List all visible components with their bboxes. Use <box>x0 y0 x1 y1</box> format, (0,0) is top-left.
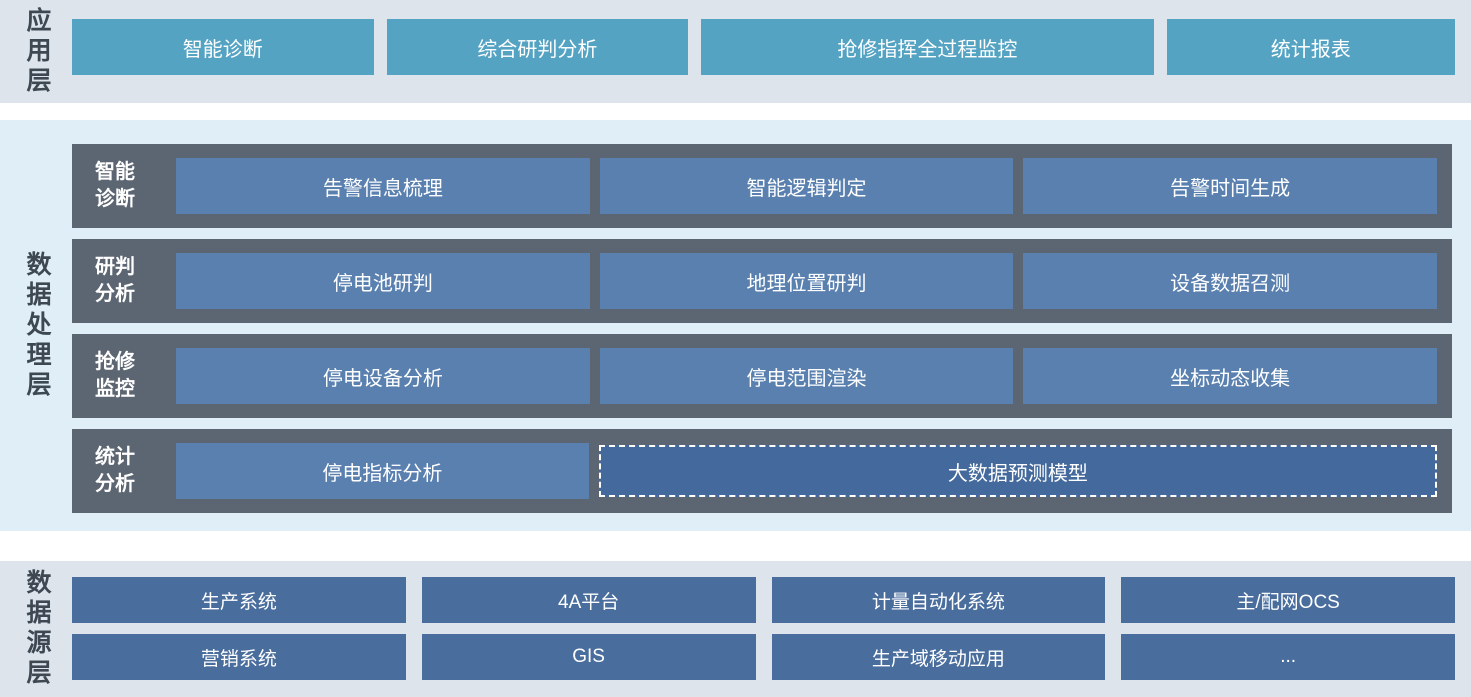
application-buttons-row: 智能诊断 综合研判分析 抢修指挥全过程监控 统计报表 <box>72 19 1456 75</box>
process-box-alarm-time-generation: 告警时间生成 <box>1023 158 1438 214</box>
process-box-outage-range-rendering: 停电范围渲染 <box>599 348 1014 404</box>
application-layer-label: 应用层 <box>23 6 51 97</box>
data-processing-layer-label: 数据处理层 <box>23 250 51 401</box>
source-box-production-system: 生产系统 <box>72 577 406 623</box>
process-box-outage-device-analysis: 停电设备分析 <box>176 348 590 404</box>
data-source-layer-band: 数据源层 生产系统 4A平台 计量自动化系统 主/配网OCS 营销系统 GIS … <box>0 561 1471 697</box>
process-row-label: 抢修 监控 <box>95 351 135 400</box>
source-box-production-mobile-app: 生产域移动应用 <box>771 634 1106 680</box>
source-box-gis: GIS <box>421 634 756 680</box>
source-box-4a-platform: 4A平台 <box>421 577 756 623</box>
process-box-big-data-prediction-model-dashed: 大数据预测模型 <box>598 445 1437 497</box>
process-box-outage-indicator-analysis: 停电指标分析 <box>176 443 589 499</box>
process-row-label: 智能 诊断 <box>95 161 135 210</box>
process-row-label: 统计 分析 <box>95 446 135 495</box>
app-box-intelligent-diagnosis: 智能诊断 <box>72 19 374 75</box>
process-row-boxes: 告警信息梳理 智能逻辑判定 告警时间生成 <box>176 158 1438 214</box>
source-box-ellipsis: ... <box>1121 634 1455 680</box>
process-row-repair-monitoring: 抢修 监控 停电设备分析 停电范围渲染 坐标动态收集 <box>72 334 1452 418</box>
data-source-layer-label: 数据源层 <box>23 569 51 689</box>
app-box-comprehensive-analysis: 综合研判分析 <box>386 19 689 75</box>
data-processing-layer-band: 数据处理层 智能 诊断 告警信息梳理 智能逻辑判定 告警时间生成 研判 分析 停… <box>0 120 1471 531</box>
process-box-outage-pool-judgment: 停电池研判 <box>176 253 590 309</box>
process-row-judgment-analysis: 研判 分析 停电池研判 地理位置研判 设备数据召测 <box>72 239 1452 323</box>
source-box-metering-automation-system: 计量自动化系统 <box>771 577 1106 623</box>
process-row-boxes: 停电池研判 地理位置研判 设备数据召测 <box>176 253 1438 309</box>
process-row-boxes: 停电设备分析 停电范围渲染 坐标动态收集 <box>176 348 1438 404</box>
process-row-boxes: 停电指标分析 大数据预测模型 <box>176 443 1437 499</box>
process-box-coordinate-dynamic-collection: 坐标动态收集 <box>1023 348 1438 404</box>
source-box-marketing-system: 营销系统 <box>72 634 406 680</box>
source-box-main-distribution-ocs: 主/配网OCS <box>1121 577 1455 623</box>
app-box-repair-command-monitoring: 抢修指挥全过程监控 <box>701 19 1154 75</box>
app-box-statistical-reports: 统计报表 <box>1166 19 1456 75</box>
process-row-intelligent-diagnosis: 智能 诊断 告警信息梳理 智能逻辑判定 告警时间生成 <box>72 144 1452 228</box>
source-grid: 生产系统 4A平台 计量自动化系统 主/配网OCS 营销系统 GIS 生产域移动… <box>72 577 1455 680</box>
processing-rows: 智能 诊断 告警信息梳理 智能逻辑判定 告警时间生成 研判 分析 停电池研判 地… <box>72 144 1452 513</box>
process-box-device-data-retrieval: 设备数据召测 <box>1023 253 1438 309</box>
process-row-label: 研判 分析 <box>95 256 135 305</box>
process-row-statistical-analysis: 统计 分析 停电指标分析 大数据预测模型 <box>72 429 1452 513</box>
process-box-intelligent-logic-judgment: 智能逻辑判定 <box>599 158 1014 214</box>
process-box-geographic-location-judgment: 地理位置研判 <box>599 253 1014 309</box>
process-box-alarm-info-sorting: 告警信息梳理 <box>176 158 590 214</box>
application-layer-band: 应用层 智能诊断 综合研判分析 抢修指挥全过程监控 统计报表 <box>0 0 1471 103</box>
